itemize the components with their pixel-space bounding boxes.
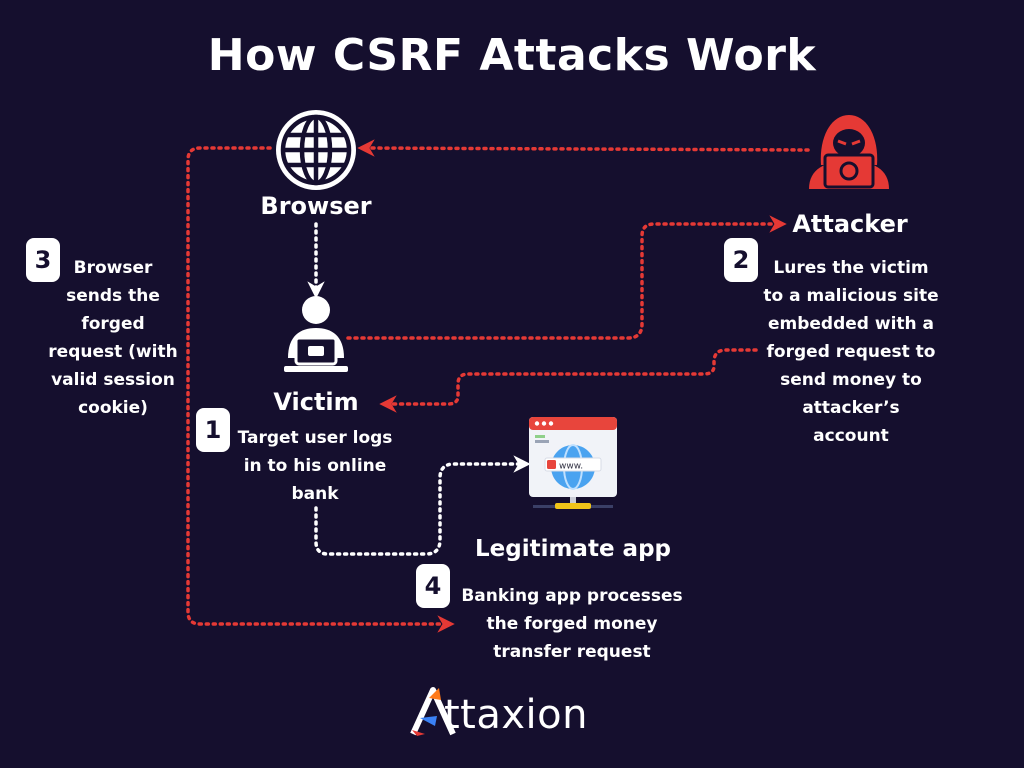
step-4-badge: 4	[416, 564, 450, 608]
step-1-badge: 1	[196, 408, 230, 452]
victim-label: Victim	[273, 388, 359, 416]
step-2-badge: 2	[724, 238, 758, 282]
hacker-icon	[809, 115, 889, 189]
page-title: How CSRF Attacks Work	[207, 30, 817, 81]
globe-icon	[276, 110, 356, 190]
attaxion-logo-text: ttaxion	[444, 692, 588, 738]
web-app-icon: www.	[529, 417, 617, 509]
web-app-url: www.	[559, 462, 583, 472]
step-3-badge: 3	[26, 238, 60, 282]
attacker-label: Attacker	[792, 210, 908, 238]
legitimate-app-label: Legitimate app	[474, 536, 672, 562]
edge-victim-to-app	[314, 455, 531, 556]
edge-browser-to-app	[186, 146, 455, 633]
attaxion-logo-mark	[410, 687, 456, 736]
user-laptop-icon	[284, 296, 348, 372]
browser-label: Browser	[260, 192, 372, 220]
edge-attacker-to-browser	[357, 139, 810, 157]
edge-attacker-to-victim	[379, 348, 758, 413]
edge-victim-to-attacker	[346, 215, 787, 340]
